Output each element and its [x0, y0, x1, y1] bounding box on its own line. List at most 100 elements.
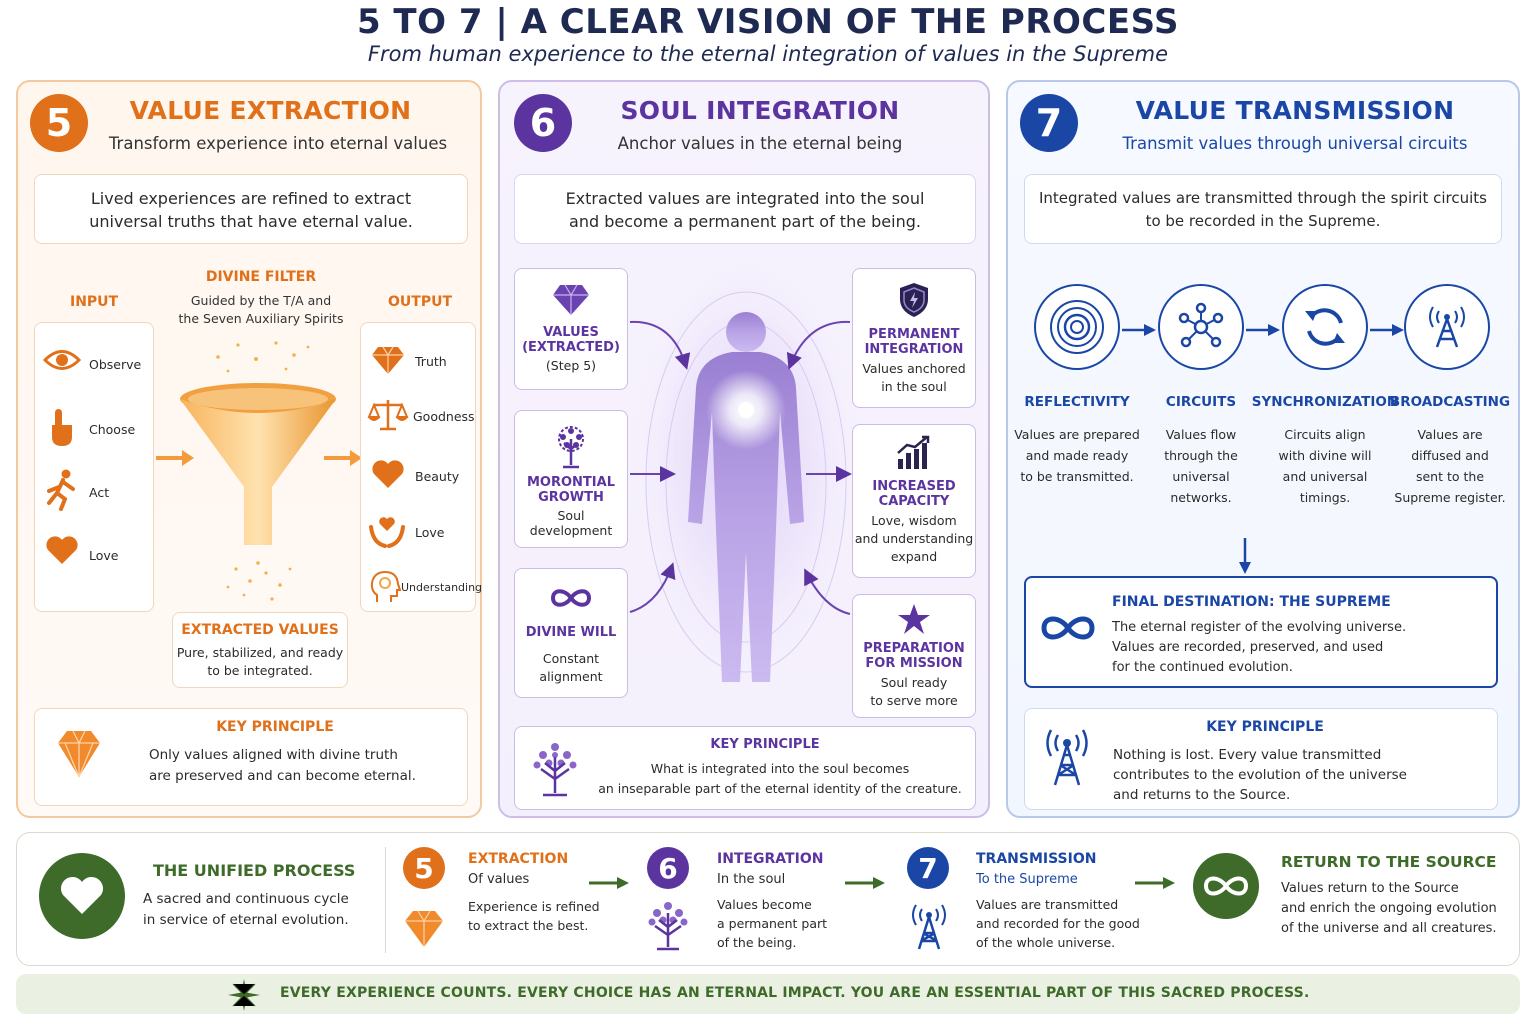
output-item-truth: Truth: [415, 354, 447, 369]
final-destination-box: FINAL DESTINATION: THE SUPREME The etern…: [1024, 576, 1498, 688]
card-title: DIVINE WILL: [525, 625, 617, 640]
step-5-title: VALUE EXTRACTION: [129, 96, 412, 125]
card-desc: to serve more: [870, 693, 958, 708]
card-title: MORONTIAL: [527, 475, 615, 490]
key-principle-box: KEY PRINCIPLE Only values aligned with d…: [34, 708, 468, 806]
step-description: Experience is refined to extract the bes…: [468, 897, 600, 935]
card-values-extracted: VALUES (EXTRACTED) (Step 5): [514, 268, 628, 390]
unified-description: A sacred and continuous cycle in service…: [143, 889, 349, 931]
step-7-description: Integrated values are transmitted throug…: [1024, 174, 1502, 244]
page-subtitle: From human experience to the eternal int…: [367, 42, 1169, 66]
step-line: Values are transmitted: [976, 897, 1119, 912]
output-item-love: Love: [415, 525, 445, 540]
key-principle-text: What is integrated into the soul becomes…: [595, 759, 965, 799]
card-desc: in the soul: [881, 379, 947, 394]
step-subtitle: To the Supreme: [976, 872, 1078, 887]
step-6-badge: 6: [514, 94, 572, 152]
arrow-right-icon: [845, 875, 885, 894]
shield-icon: [853, 281, 975, 323]
return-description: Values return to the Source and enrich t…: [1281, 879, 1497, 939]
concentric-rings-icon: [1034, 284, 1120, 370]
step-title: TRANSMISSION: [976, 851, 1097, 867]
card-preparation-for-mission: PREPARATION FOR MISSION Soul ready to se…: [852, 594, 976, 718]
card-title: GROWTH: [538, 490, 604, 505]
extracted-values-line: to be integrated.: [207, 663, 313, 678]
desc-line: universal truths that have eternal value…: [89, 212, 413, 231]
divider: [385, 847, 386, 953]
step-line: a permanent part: [717, 916, 828, 931]
step-line: Values become: [717, 897, 812, 912]
key-principle-text: Nothing is lost. Every value transmitted…: [1113, 745, 1407, 805]
output-item-goodness: Goodness: [413, 409, 475, 424]
output-item-beauty: Beauty: [415, 469, 460, 484]
footer-text: EVERY EXPERIENCE COUNTS. EVERY CHOICE HA…: [280, 985, 1310, 1001]
arrow-right-icon: [156, 448, 194, 472]
stage-description: Circuits align with divine will and univ…: [1256, 424, 1394, 508]
stage-line: Circuits align: [1284, 427, 1366, 442]
key-line: contributes to the evolution of the univ…: [1113, 767, 1407, 783]
key-line: an inseparable part of the eternal ident…: [598, 781, 962, 796]
desc-line: and become a permanent part of the being…: [569, 212, 921, 231]
stage-line: with divine will: [1278, 448, 1372, 463]
desc-line: Extracted values are integrated into the…: [565, 189, 925, 208]
step-line: of the being.: [717, 935, 797, 950]
input-item-observe: Observe: [89, 357, 142, 372]
step-5-badge: 5: [30, 94, 88, 152]
output-item-understanding: Understanding: [401, 581, 483, 594]
input-label: INPUT: [70, 294, 119, 310]
card-desc: expand: [890, 549, 938, 564]
tree-icon: [645, 899, 691, 955]
final-line: for the continued evolution.: [1112, 660, 1293, 675]
infinity-icon: [1193, 853, 1259, 919]
step-title: INTEGRATION: [717, 851, 824, 867]
card-desc: Constant: [542, 651, 600, 666]
step-7-badge: 7: [907, 847, 949, 889]
return-line: Values return to the Source: [1281, 881, 1459, 896]
card-desc: Soul development: [529, 508, 613, 538]
step-7-badge: 7: [1020, 94, 1078, 152]
final-line: The eternal register of the evolving uni…: [1112, 620, 1407, 635]
star-icon: [853, 603, 975, 639]
running-person-icon: [45, 469, 79, 515]
pointing-hand-icon: [47, 407, 77, 451]
heart-icon: [371, 459, 405, 493]
step-7-subtitle: Transmit values through universal circui…: [1122, 134, 1468, 153]
diamond-icon: [404, 909, 444, 953]
stage-label: BROADCASTING: [1389, 394, 1511, 410]
arrow-down-icon: [1238, 538, 1252, 578]
key-line: What is integrated into the soul becomes: [650, 761, 910, 776]
diamond-icon: [57, 729, 101, 783]
eye-icon: [42, 347, 82, 377]
card-title: INCREASED: [872, 479, 956, 494]
stage-line: and universal: [1282, 469, 1368, 484]
stage-label: SYNCHRONIZATION: [1251, 394, 1399, 410]
gem-icon: [515, 283, 627, 321]
sync-arrows-icon: [1282, 284, 1368, 370]
divine-filter-funnel: [158, 337, 358, 631]
step-6-title: SOUL INTEGRATION: [620, 96, 900, 125]
card-desc: (Step 5): [545, 358, 597, 373]
card-permanent-integration: PERMANENT INTEGRATION Values anchored in…: [852, 268, 976, 408]
soul-figure: [624, 262, 868, 726]
input-item-choose: Choose: [89, 422, 136, 437]
unified-line: in service of eternal evolution.: [143, 912, 349, 928]
broadcast-tower-icon: [1404, 284, 1490, 370]
stage-line: Values flow: [1165, 427, 1237, 442]
stage-label: REFLECTIVITY: [1024, 394, 1130, 410]
stage-label: CIRCUITS: [1165, 394, 1237, 410]
unified-line: A sacred and continuous cycle: [143, 891, 349, 907]
flow-arrows: [628, 312, 852, 636]
step-line: of the whole universe.: [976, 935, 1116, 950]
card-divine-will: DIVINE WILL Constant alignment: [514, 568, 628, 698]
tree-icon: [529, 739, 581, 801]
infinity-icon: [1040, 614, 1096, 646]
growth-chart-icon: [853, 435, 975, 475]
card-title: (EXTRACTED): [522, 340, 620, 355]
card-title: VALUES: [543, 325, 599, 340]
arrow-right-icon: [1135, 875, 1175, 894]
filter-line: the Seven Auxiliary Spirits: [178, 311, 344, 326]
unified-title: THE UNIFIED PROCESS: [153, 861, 356, 880]
stage-line: Values are prepared: [1014, 427, 1140, 442]
key-line: and returns to the Source.: [1113, 787, 1291, 803]
desc-line: to be recorded in the Supreme.: [1145, 212, 1381, 230]
